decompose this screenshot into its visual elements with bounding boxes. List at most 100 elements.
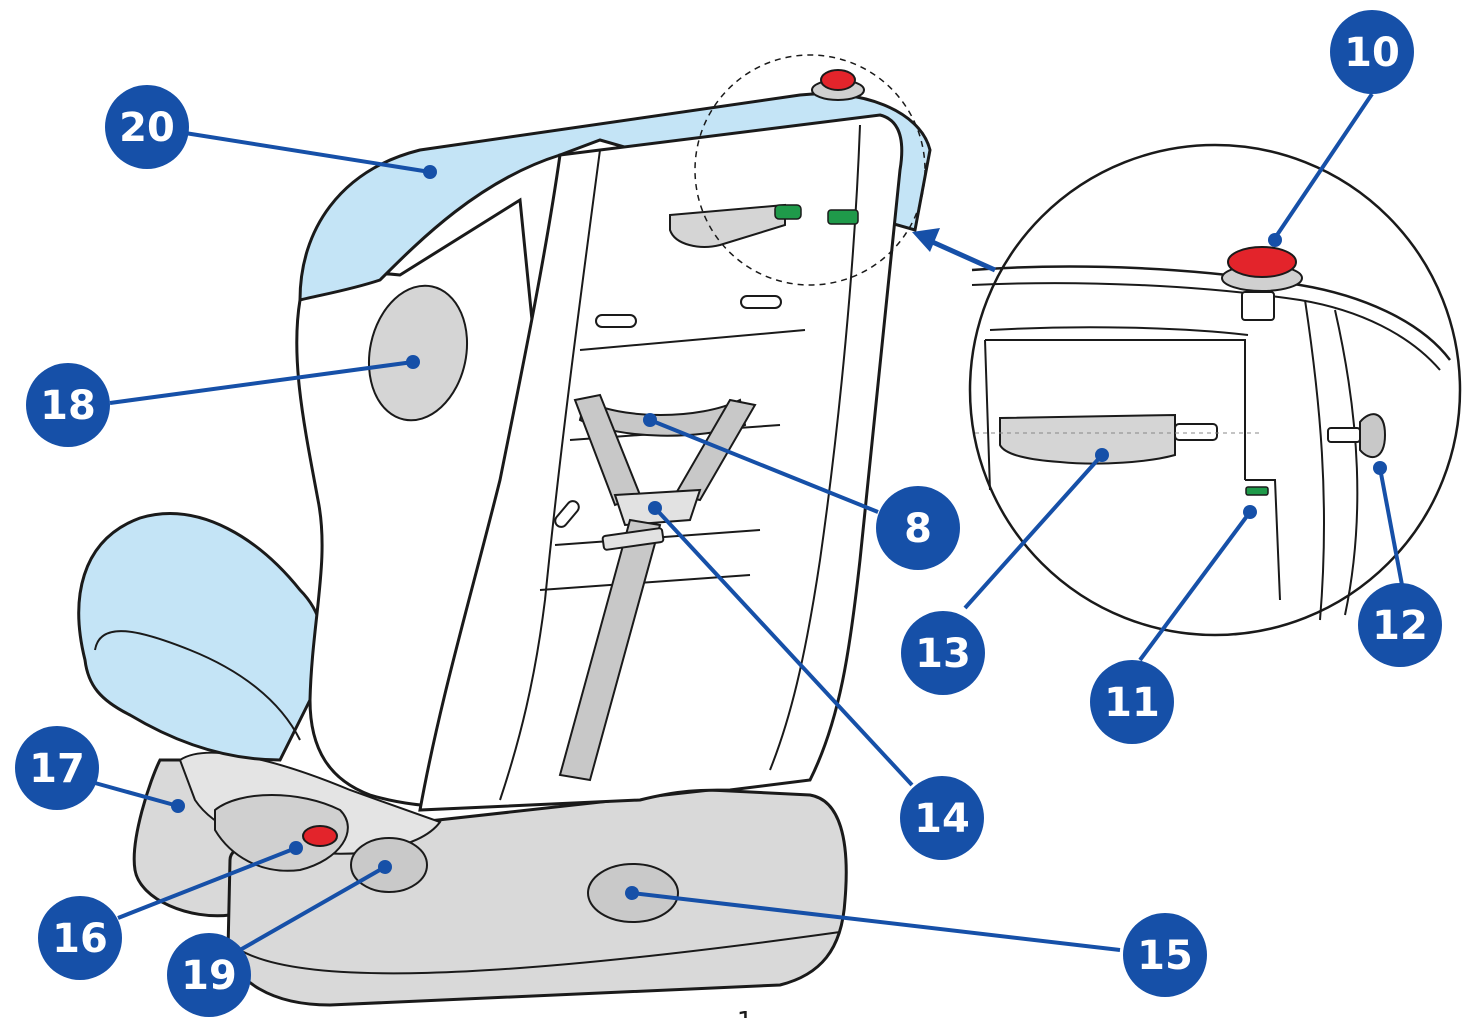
- base-main-lip: [239, 931, 841, 975]
- detail-green-indicator: [1245, 486, 1269, 496]
- detail-red-button: [1227, 246, 1297, 278]
- harness-right-strap: [673, 398, 757, 502]
- callout-13-badge: [901, 611, 985, 695]
- callout-15-badge: [1123, 913, 1207, 997]
- callout-18-label: 18: [40, 383, 96, 429]
- page-marker: 1: [737, 1007, 754, 1018]
- callout-15: 15: [1123, 913, 1207, 997]
- leader-dot-13: [1095, 448, 1109, 462]
- callout-12: 12: [1358, 583, 1442, 667]
- callout-17: 17: [15, 726, 99, 810]
- callout-17-badge: [15, 726, 99, 810]
- detail-clip: [1241, 291, 1275, 321]
- leader-12: [1378, 467, 1404, 586]
- leader-20: [184, 131, 431, 174]
- callout-11: 11: [1090, 660, 1174, 744]
- callout-12-badge: [1358, 583, 1442, 667]
- callout-16-label: 16: [52, 916, 108, 962]
- harness: [558, 393, 757, 782]
- callout-19-badge: [167, 933, 251, 1017]
- zoom-arrowhead: [912, 228, 940, 252]
- callout-13: 13: [901, 611, 985, 695]
- callout-8-label: 8: [904, 506, 932, 552]
- callout-13-label: 13: [915, 631, 971, 677]
- callout-14-badge: [900, 776, 984, 860]
- detail-side-edge: [1304, 299, 1326, 621]
- zoom-indicator-circle: [694, 54, 926, 286]
- callout-15-label: 15: [1137, 933, 1193, 979]
- top-red-button: [820, 69, 856, 91]
- detail-knob: [1359, 413, 1387, 459]
- harness-bridge: [578, 398, 747, 437]
- zoom-arrow-line: [926, 237, 997, 273]
- leader-17: [94, 781, 179, 808]
- leader-8: [649, 418, 879, 514]
- leader-dot-10: [1268, 233, 1282, 247]
- detail-knob-stem: [1327, 427, 1361, 443]
- callout-18: 18: [26, 363, 110, 447]
- harness-adjuster-strap: [558, 518, 662, 782]
- leader-dot-19: [378, 860, 392, 874]
- leader-dot-14: [648, 501, 662, 515]
- seat-back-inner-left: [499, 149, 601, 801]
- detail-lever-pin: [1174, 423, 1218, 441]
- callout-18-badge: [26, 363, 110, 447]
- back-green-indicator-1: [774, 204, 802, 220]
- callout-20-label: 20: [119, 105, 175, 151]
- leader-dot-16: [289, 841, 303, 855]
- harness-slot-2: [740, 295, 782, 309]
- leader-dot-17: [171, 799, 185, 813]
- leader-dot-8: [643, 413, 657, 427]
- callout-19-label: 19: [181, 953, 237, 999]
- detail-frame-top: [989, 326, 1249, 336]
- leader-11: [1138, 510, 1252, 662]
- leader-dot-11: [1243, 505, 1257, 519]
- leader-18: [109, 360, 414, 405]
- leader-dot-12: [1373, 461, 1387, 475]
- detail-side-edge-2: [1334, 309, 1359, 616]
- detail-frame: [984, 339, 1281, 601]
- base-left-panel: [214, 794, 349, 872]
- callout-17-label: 17: [29, 746, 85, 792]
- callout-16-badge: [38, 896, 122, 980]
- back-green-indicator-2: [827, 209, 859, 225]
- leader-dot-20: [423, 165, 437, 179]
- seat-shell: [77, 54, 932, 812]
- callout-8-badge: [876, 486, 960, 570]
- detail-magnifier: [912, 143, 1462, 637]
- callout-10-label: 10: [1344, 30, 1400, 76]
- back-lever-shape: [669, 203, 786, 248]
- leader-dot-15: [625, 886, 639, 900]
- seat-left-wing: [77, 512, 326, 762]
- leader-dots: [171, 165, 1387, 900]
- callout-14: 14: [900, 776, 984, 860]
- harness-adjuster-clip: [601, 527, 665, 551]
- harness-slot-1: [595, 314, 637, 328]
- callout-8: 8: [876, 486, 960, 570]
- callout-20: 20: [105, 85, 189, 169]
- leader-dot-18: [406, 355, 420, 369]
- harness-slot-3: [554, 500, 580, 528]
- leader-lines: [94, 92, 1404, 952]
- back-rib-1: [579, 329, 806, 351]
- callout-20-badge: [105, 85, 189, 169]
- callout-11-badge: [1090, 660, 1174, 744]
- callout-10-badge: [1330, 10, 1414, 94]
- callout-16: 16: [38, 896, 122, 980]
- seat-left-wing-inner: [94, 630, 301, 741]
- callout-11-label: 11: [1104, 680, 1160, 726]
- callout-14-label: 14: [914, 796, 970, 842]
- seat-back-inner-right: [769, 124, 861, 771]
- leader-19: [239, 865, 386, 952]
- leader-13: [963, 453, 1104, 610]
- callout-10: 10: [1330, 10, 1414, 94]
- red-base-button-shape: [302, 825, 338, 847]
- detail-lever-shape: [999, 413, 1176, 465]
- leader-14: [653, 506, 914, 787]
- callout-19: 19: [167, 933, 251, 1017]
- leader-15: [631, 891, 1121, 952]
- leader-16: [117, 846, 297, 920]
- callout-12-label: 12: [1372, 603, 1428, 649]
- leader-10: [1273, 92, 1374, 240]
